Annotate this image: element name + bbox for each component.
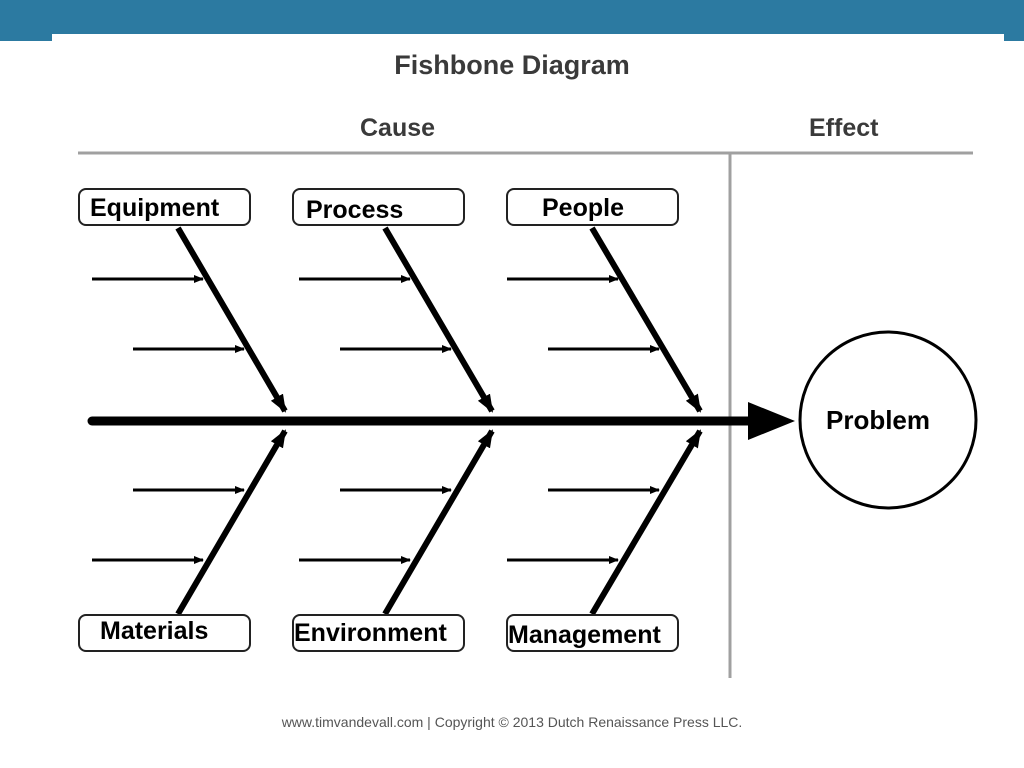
label-materials: Materials xyxy=(78,614,251,652)
bone-materials xyxy=(175,429,288,616)
label-equipment: Equipment xyxy=(78,188,251,226)
effect-circle xyxy=(798,330,978,510)
spine-arrowhead xyxy=(748,402,795,440)
cause-heading: Cause xyxy=(360,114,436,142)
effect-problem-label: Problem xyxy=(825,405,931,435)
label-process: Process xyxy=(292,188,465,226)
effect-heading: Effect xyxy=(809,114,879,142)
bone-management xyxy=(589,429,703,616)
copyright-footer: www.timvandevall.com | Copyright © 2013 … xyxy=(281,714,743,730)
bone-people xyxy=(589,226,703,413)
diagram-title: Fishbone Diagram xyxy=(394,50,630,80)
label-management: Management xyxy=(506,614,679,652)
label-environment: Environment xyxy=(292,614,465,652)
bone-environment xyxy=(382,429,495,616)
label-people: People xyxy=(506,188,679,226)
bone-equipment xyxy=(175,226,288,413)
left-margin xyxy=(0,41,52,768)
bone-process xyxy=(382,226,495,413)
